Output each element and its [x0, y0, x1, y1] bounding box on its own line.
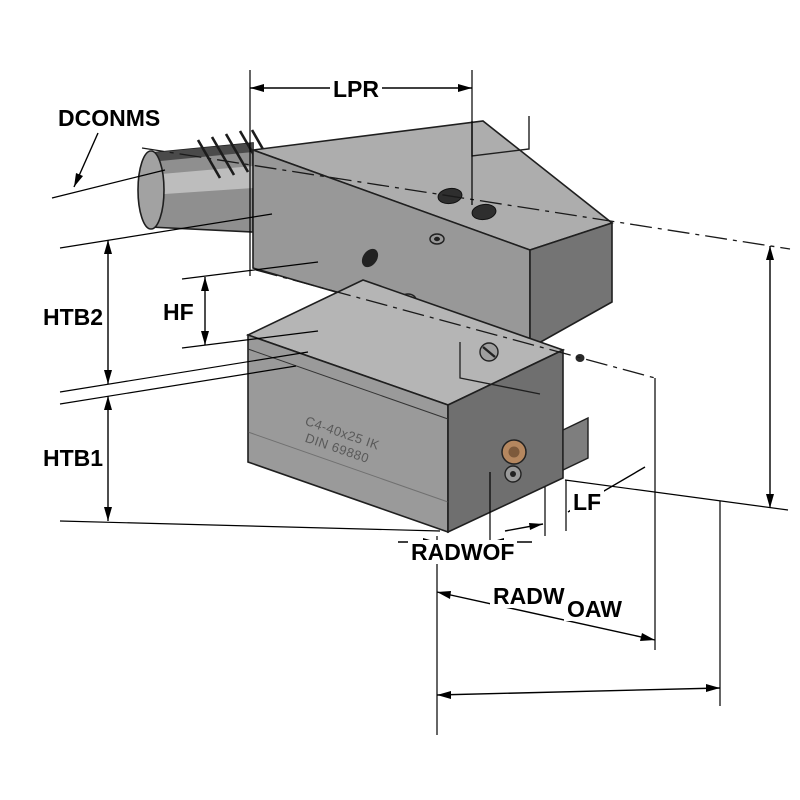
shaft-top-shade: [150, 143, 253, 162]
ext-htb1-bottom: [59, 520, 441, 532]
ext-dconms-ref: [51, 169, 166, 199]
arrowheads: [74, 84, 774, 699]
front-chamfer-edge: [247, 348, 449, 420]
small-bore: [434, 236, 440, 242]
upper-right-face: [529, 221, 613, 350]
small-bore-rim: [429, 233, 445, 245]
ext-hf-top: [181, 261, 319, 280]
label-htb2: HTB2: [40, 305, 107, 329]
arrow-radw-left: [437, 591, 451, 599]
centerlines: [141, 147, 791, 379]
ext-htb1-top: [59, 365, 297, 405]
ext-htb2-bottom: [59, 351, 309, 393]
arrow-oaw-left: [437, 691, 451, 699]
arrow-hf-top: [201, 277, 209, 291]
arrow-lpr-right: [458, 84, 472, 92]
label-lf: LF: [570, 490, 605, 514]
side-tab: [562, 416, 589, 472]
bronze-insert-bore: [508, 446, 520, 458]
lower-block: C4-40x25 IK DIN 69880: [245, 279, 589, 534]
lower-right-face: [447, 348, 564, 534]
arrow-lpr-left: [250, 84, 264, 92]
label-htb1: HTB1: [40, 446, 107, 470]
arrow-htb2-top: [104, 240, 112, 254]
shank-shaft: [137, 129, 270, 233]
arrow-hf-bottom: [201, 331, 209, 345]
arrow-dconms: [74, 173, 83, 187]
arrow-lf-left: [529, 523, 543, 530]
label-dconms: DCONMS: [55, 106, 164, 130]
label-radwof: RADWOF: [408, 540, 518, 564]
arrow-htb2-bottom: [104, 370, 112, 384]
dim-radw: [436, 591, 656, 641]
lower-screw-bore: [510, 471, 516, 477]
arrow-right-height-bottom: [766, 494, 774, 508]
shaft-highlight: [150, 166, 253, 195]
centerline-clamp-axis: [255, 269, 656, 379]
centerline-shaft-axis: [141, 147, 791, 250]
dim-oaw: [436, 687, 721, 696]
label-lpr: LPR: [330, 77, 382, 101]
front-seam-edge: [247, 431, 449, 503]
ext-base-plane: [564, 479, 789, 511]
screw-slot: [482, 346, 496, 358]
upper-block: [252, 116, 614, 362]
teardrop-cutout: [361, 248, 379, 268]
label-hf: HF: [160, 300, 197, 324]
label-oaw: OAW: [564, 597, 625, 621]
shaft-end-cap: [137, 150, 165, 230]
label-radw: RADW: [490, 584, 568, 608]
arrow-oaw-right: [706, 684, 720, 692]
clamp-step-edge: [459, 342, 541, 395]
ext-htb2-top: [59, 213, 273, 249]
ext-hf-bottom: [181, 330, 319, 349]
mount-hole-2: [471, 203, 497, 221]
arrow-htb1-bottom: [104, 507, 112, 521]
arrow-radw-right: [640, 633, 655, 641]
arrow-right-height-top: [766, 246, 774, 260]
arrow-htb1-top: [104, 396, 112, 410]
